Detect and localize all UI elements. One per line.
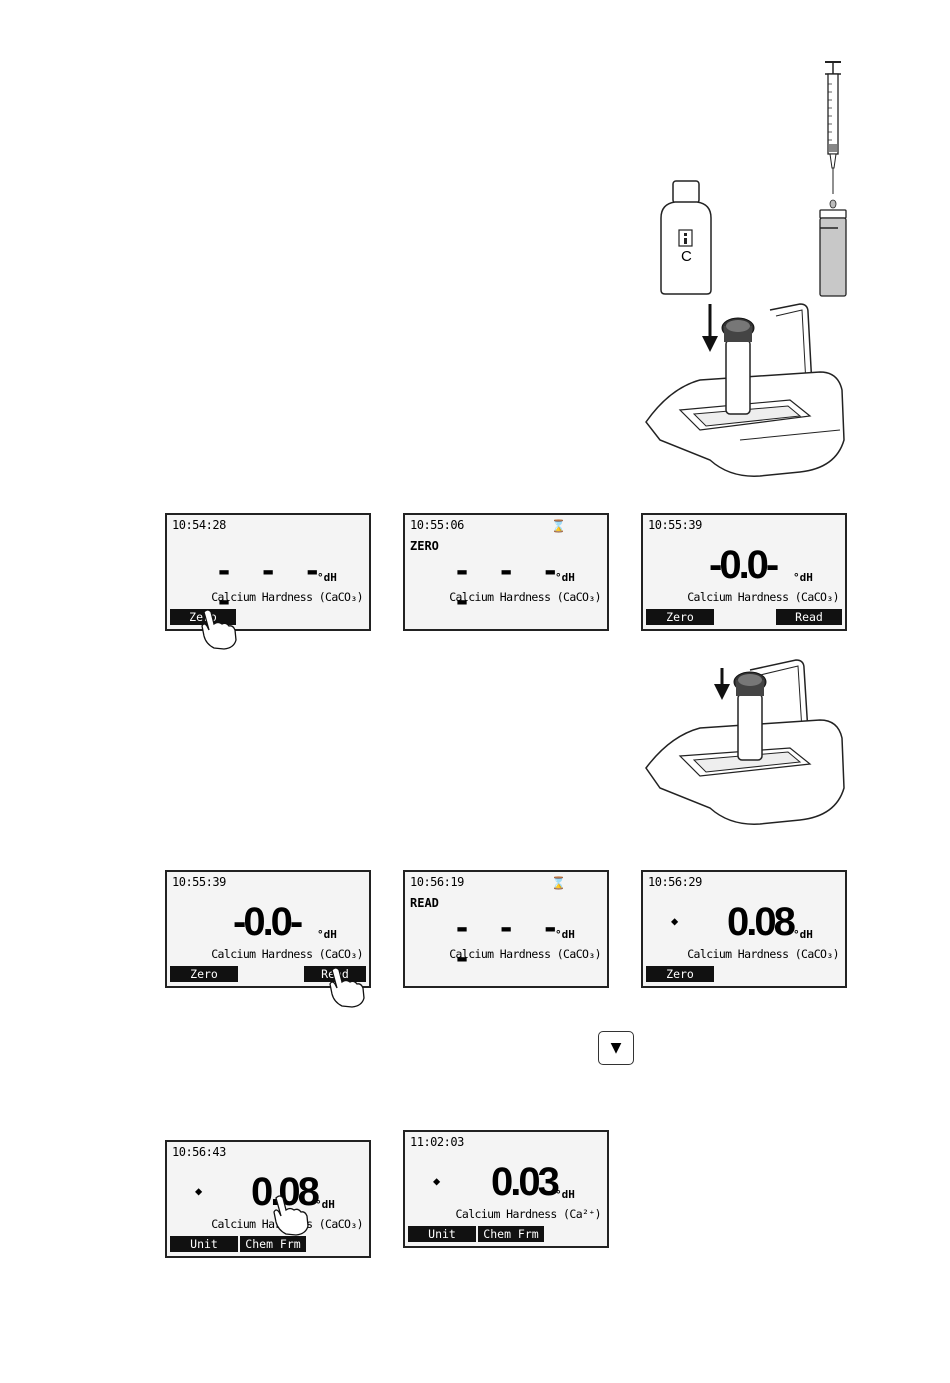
screen-time: 10:56:29 xyxy=(648,875,702,889)
chem-form-softkey[interactable]: Chem Frm xyxy=(240,1236,306,1252)
screen-value: -0.0- xyxy=(233,900,303,944)
meter-screen-8: 11:02:03 ◆ 0.03 °dH Calcium Hardness (Ca… xyxy=(403,1130,609,1248)
reagent-bottle-label: C xyxy=(681,248,692,265)
reagent-bottle-illustration xyxy=(660,180,712,295)
meter-insert-vial-illustration-1 xyxy=(645,303,845,477)
screen-parameter: Calcium Hardness (Ca²⁺) xyxy=(455,1207,602,1221)
meter-screen-6: 10:56:29 ◆ 0.08 °dH Calcium Hardness (Ca… xyxy=(641,870,847,988)
screen-dashes: - - - - xyxy=(453,911,564,976)
screen-unit: °dH xyxy=(793,928,813,941)
screen-time: 11:02:03 xyxy=(410,1135,464,1149)
zero-softkey[interactable]: Zero xyxy=(170,966,238,982)
meter-screen-2: 10:55:06 ⌛ ZERO - - - - °dH Calcium Hard… xyxy=(403,513,609,631)
chem-form-softkey[interactable]: Chem Frm xyxy=(478,1226,544,1242)
screen-parameter: Calcium Hardness (CaCO₃) xyxy=(449,947,601,961)
screen-unit: °dH xyxy=(315,1198,335,1211)
screen-value: -0.0- xyxy=(709,543,779,587)
screen-time: 10:56:43 xyxy=(172,1145,226,1159)
unit-softkey[interactable]: Unit xyxy=(408,1226,476,1242)
screen-time: 10:55:39 xyxy=(172,875,226,889)
syringe-vial-illustration xyxy=(819,61,847,297)
screen-value: 0.08 xyxy=(727,900,796,944)
screen-unit: °dH xyxy=(555,1188,575,1201)
screen-parameter: Calcium Hardness (CaCO₃) xyxy=(211,590,363,604)
hourglass-icon: ⌛ xyxy=(551,876,566,890)
screen-status: ZERO xyxy=(410,539,439,553)
screen-parameter: Calcium Hardness (CaCO₃) xyxy=(211,947,363,961)
screen-time: 10:55:06 xyxy=(410,518,464,532)
screen-unit: °dH xyxy=(317,928,337,941)
read-softkey[interactable]: Read xyxy=(776,609,842,625)
screen-unit: °dH xyxy=(555,928,575,941)
meter-insert-vial-illustration-2 xyxy=(645,659,845,825)
screen-parameter: Calcium Hardness (CaCO₃) xyxy=(687,947,839,961)
zero-softkey[interactable]: Zero xyxy=(646,966,714,982)
pointing-hand-icon xyxy=(329,967,365,1008)
meter-screen-3: 10:55:39 -0.0- °dH Calcium Hardness (CaC… xyxy=(641,513,847,631)
screen-parameter: Calcium Hardness (CaCO₃) xyxy=(449,590,601,604)
screen-time: 10:54:28 xyxy=(172,518,226,532)
screen-time: 10:56:19 xyxy=(410,875,464,889)
screen-dashes: - - - - xyxy=(453,554,564,619)
meter-screen-7: 10:56:43 ◆ 0.08 °dH Calcium Hardness (Ca… xyxy=(165,1140,371,1258)
down-arrow-key-icon: ▼ xyxy=(598,1031,634,1065)
stability-icon: ◆ xyxy=(195,1184,203,1198)
screen-status: READ xyxy=(410,896,439,910)
meter-screen-5: 10:56:19 ⌛ READ - - - - °dH Calcium Hard… xyxy=(403,870,609,988)
screen-unit: °dH xyxy=(317,571,337,584)
screen-time: 10:55:39 xyxy=(648,518,702,532)
pointing-hand-icon xyxy=(201,609,237,650)
stability-icon: ◆ xyxy=(671,914,679,928)
stability-icon: ◆ xyxy=(433,1174,441,1188)
zero-softkey[interactable]: Zero xyxy=(646,609,714,625)
screen-value: 0.03 xyxy=(491,1160,560,1204)
pointing-hand-icon xyxy=(273,1195,309,1236)
screen-unit: °dH xyxy=(793,571,813,584)
screen-parameter: Calcium Hardness (CaCO₃) xyxy=(687,590,839,604)
hourglass-icon: ⌛ xyxy=(551,519,566,533)
screen-unit: °dH xyxy=(555,571,575,584)
unit-softkey[interactable]: Unit xyxy=(170,1236,238,1252)
